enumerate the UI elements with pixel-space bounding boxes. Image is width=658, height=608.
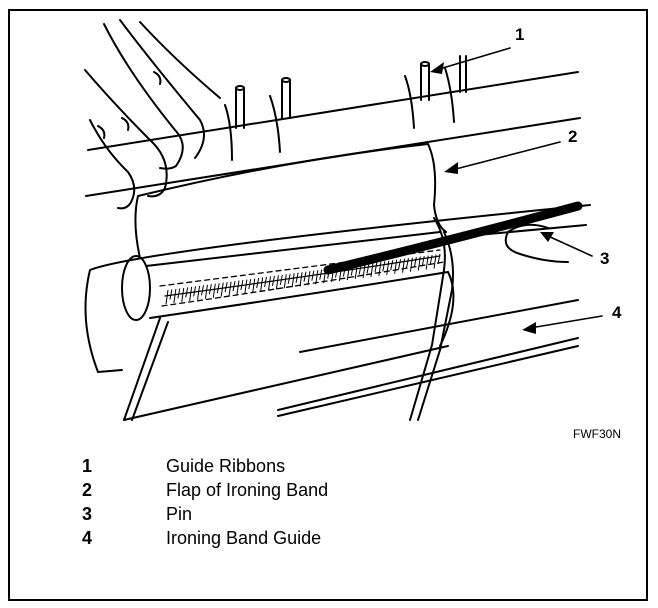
guide-ribbon-pins bbox=[235, 55, 467, 129]
seam-teeth bbox=[165, 253, 441, 305]
figure-code: FWF30N bbox=[573, 427, 621, 441]
leader-arrowheads bbox=[430, 62, 554, 334]
callout-labels: 1 2 3 4 bbox=[515, 25, 622, 322]
callout-3: 3 bbox=[600, 249, 609, 268]
legend-number: 3 bbox=[82, 504, 93, 524]
legend-label: Pin bbox=[166, 504, 193, 524]
legend-number: 1 bbox=[82, 456, 93, 476]
pin bbox=[323, 201, 583, 275]
legend-number: 4 bbox=[82, 528, 93, 548]
band-seam bbox=[145, 231, 449, 319]
legend-label: Guide Ribbons bbox=[166, 456, 286, 476]
legend-item: 1 Guide Ribbons bbox=[82, 454, 328, 478]
callout-1: 1 bbox=[515, 25, 524, 44]
legend-label: Flap of Ironing Band bbox=[166, 480, 329, 500]
legend-item: 2 Flap of Ironing Band bbox=[82, 478, 328, 502]
legend-label: Ironing Band Guide bbox=[166, 528, 322, 548]
hand bbox=[84, 19, 221, 210]
legend-number: 2 bbox=[82, 480, 93, 500]
roller bbox=[84, 204, 591, 373]
ironing-band-guide bbox=[277, 299, 579, 417]
callout-4: 4 bbox=[612, 303, 622, 322]
callout-2: 2 bbox=[568, 127, 577, 146]
figure-frame bbox=[8, 9, 648, 601]
leader-lines bbox=[435, 47, 603, 329]
ironing-band-flap bbox=[134, 143, 447, 259]
legend: 1 Guide Ribbons 2 Flap of Ironing Band 3 Pi… bbox=[82, 454, 328, 550]
upper-guide-bar bbox=[85, 67, 581, 197]
legend-item: 4 Ironing Band Guide bbox=[82, 526, 328, 550]
legend-item: 3 Pin bbox=[82, 502, 328, 526]
